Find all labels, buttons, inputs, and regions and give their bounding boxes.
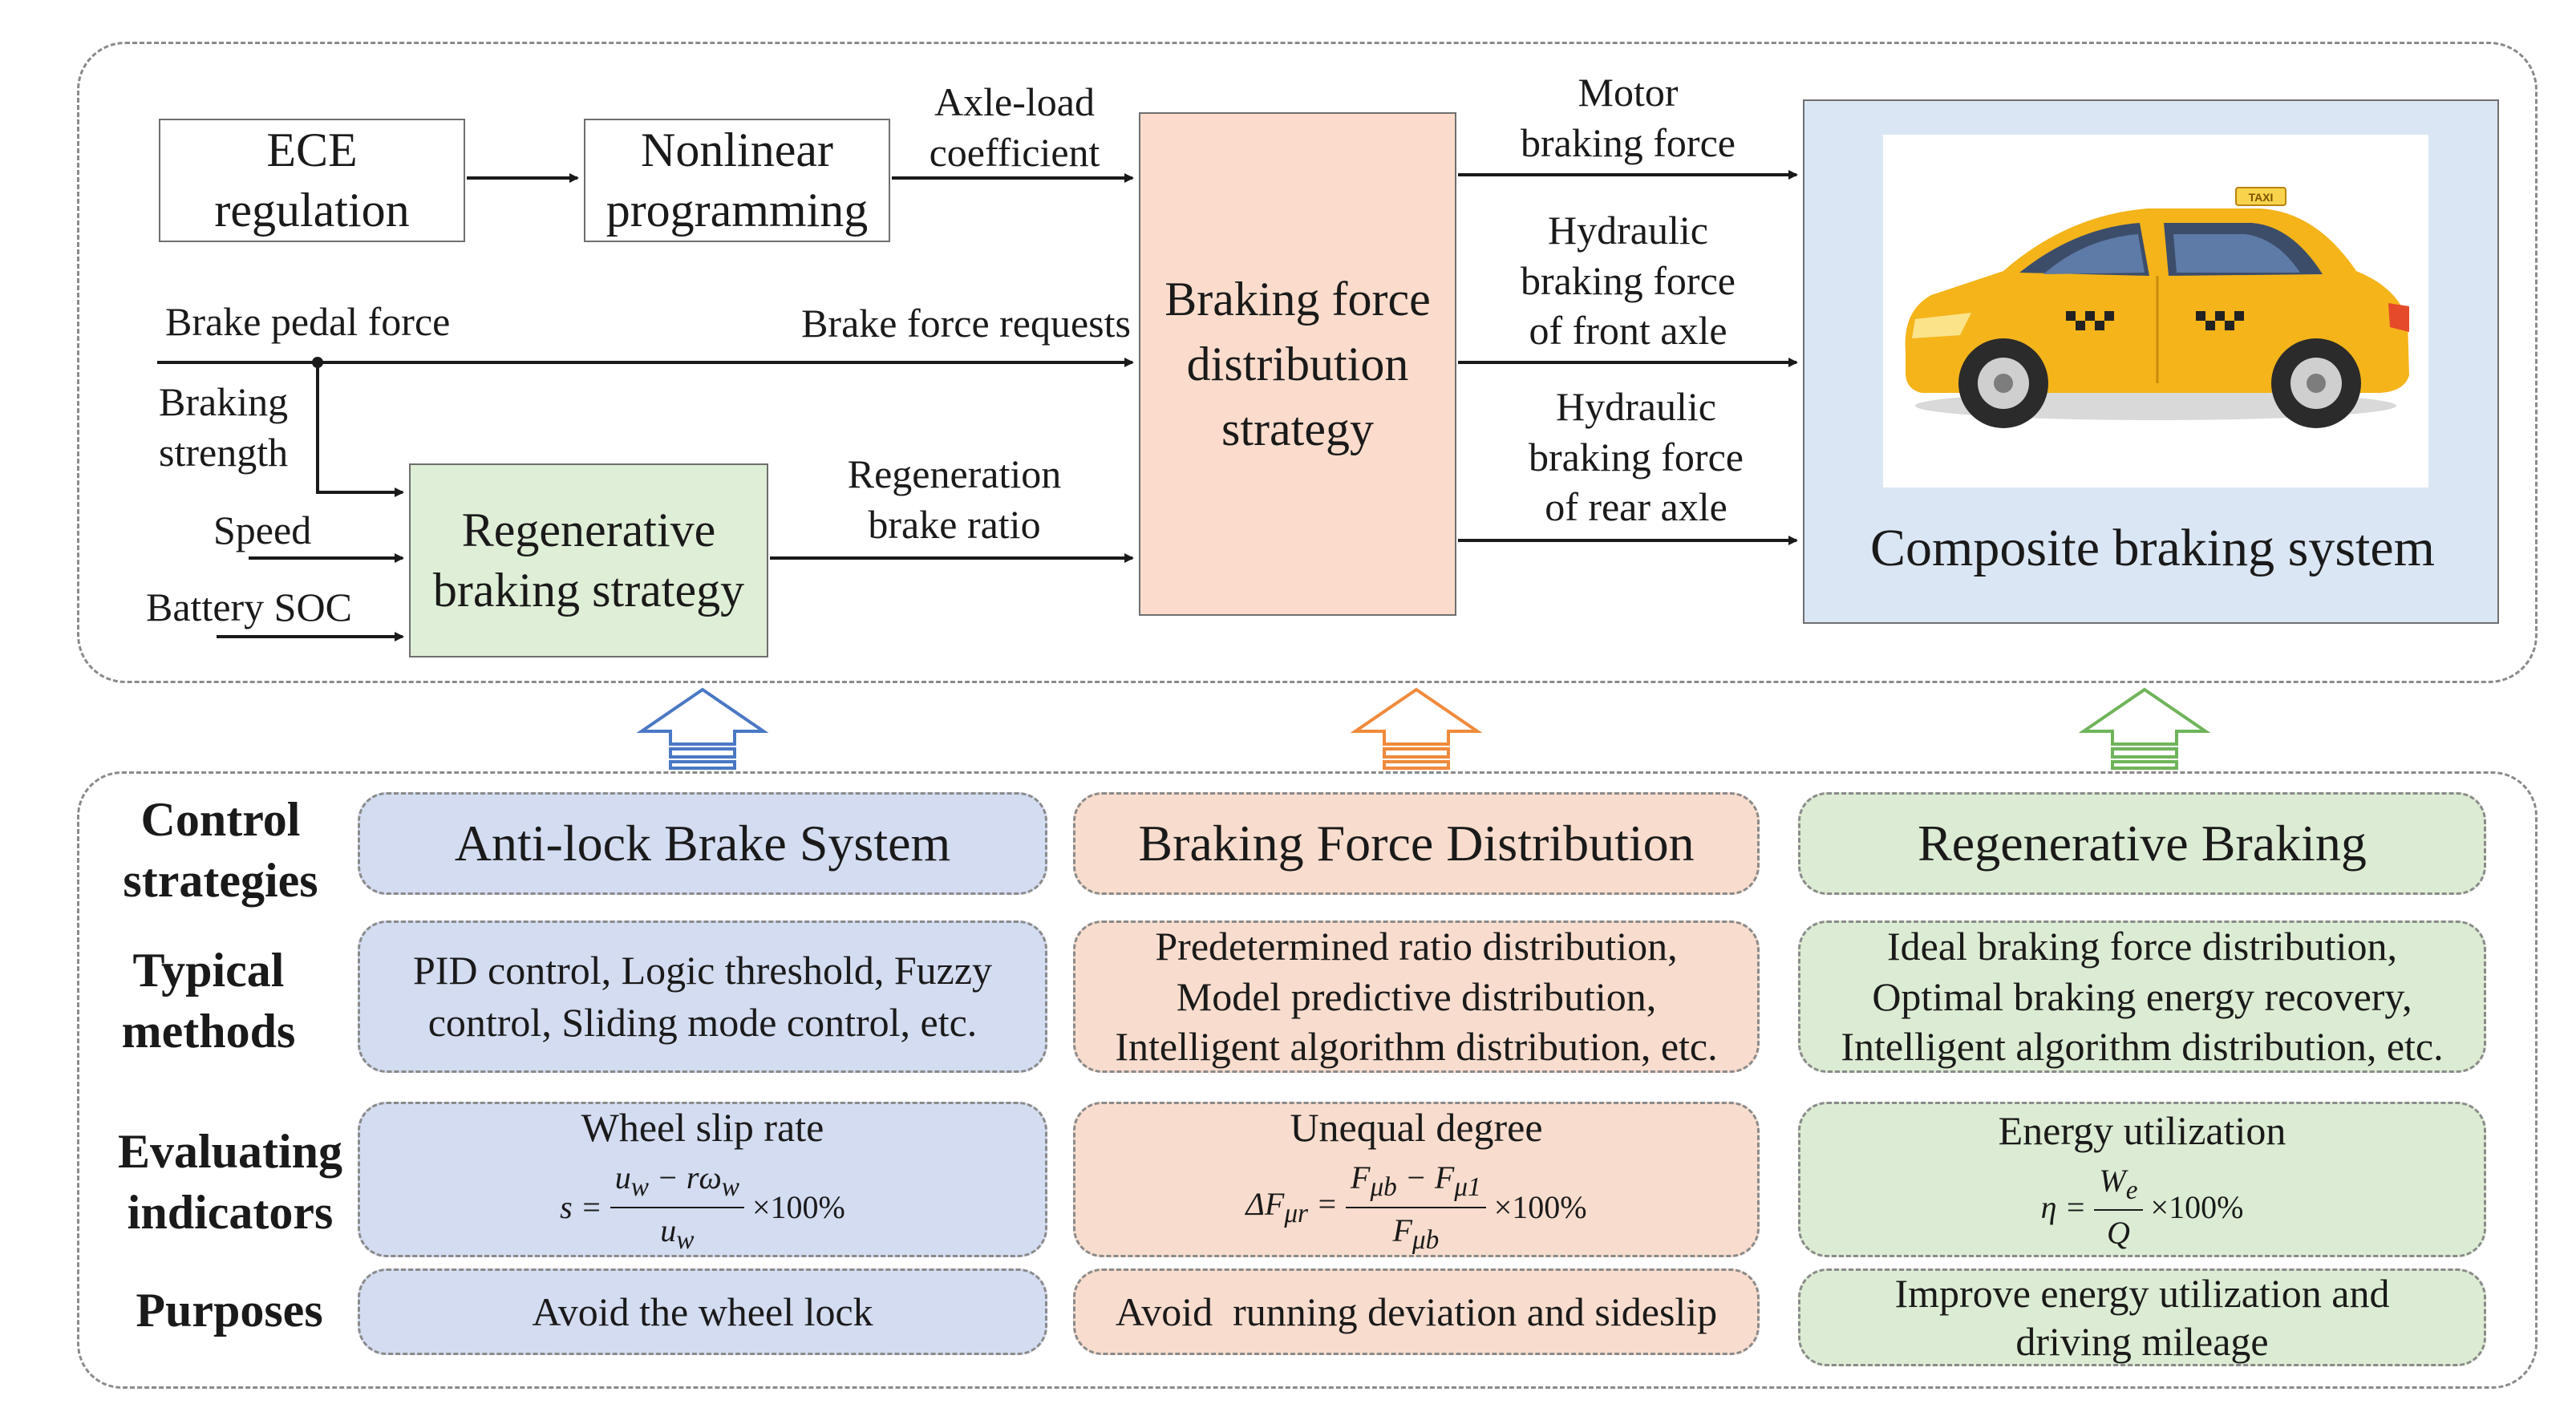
bfd-title: Braking Force Distribution: [1138, 815, 1695, 872]
rb-title-card: Regenerative Braking: [1798, 792, 2486, 895]
bfd-methods-line-3: Intelligent algorithm distribution, etc.: [1115, 1024, 1718, 1070]
regen-strategy-line-1: Regenerative: [461, 504, 716, 556]
row-evaluating-line-1: Evaluating: [117, 1125, 343, 1178]
abs-methods-line-2: control, Sliding mode control, etc.: [427, 1000, 978, 1045]
hydraulic-rear-axle-label: Hydraulic braking force of rear axle: [1500, 382, 1772, 532]
motor-line-2: braking force: [1521, 119, 1736, 165]
axle-load-line-1: Axle-load: [934, 79, 1095, 124]
nonlinear-programming-box: Nonlinear programming: [584, 119, 890, 242]
rb-indicator-title: Energy utilization: [1998, 1107, 2286, 1153]
up-arrow-orange: [1350, 687, 1483, 770]
bfd-methods-line-2: Model predictive distribution,: [1176, 973, 1657, 1019]
rb-methods-card: Ideal braking force distribution, Optima…: [1798, 920, 2486, 1073]
nonlinear-line-1: Nonlinear: [641, 123, 833, 176]
bfd-purpose: Avoid running deviation and sideslip: [1115, 1289, 1718, 1334]
speed-label: Speed: [213, 508, 312, 552]
row-control-line-1: Control: [140, 793, 301, 846]
bfd-purpose-card: Avoid running deviation and sideslip: [1073, 1268, 1760, 1355]
junction-dot: [312, 357, 323, 368]
distribution-line-3: strategy: [1221, 402, 1374, 455]
row-control-line-2: strategies: [123, 854, 318, 908]
hyd-rear-line-2: braking force: [1529, 434, 1744, 479]
abs-purpose: Avoid the wheel lock: [532, 1289, 873, 1334]
hyd-front-line-3: of front axle: [1529, 308, 1727, 353]
strategy-table-panel: [77, 771, 2538, 1389]
abs-methods-line-1: PID control, Logic threshold, Fuzzy: [412, 948, 993, 993]
up-arrow-green: [2078, 687, 2211, 770]
regen-strategy-line-2: braking strategy: [432, 564, 745, 617]
hyd-front-line-2: braking force: [1521, 257, 1736, 303]
regen-ratio-line-2: brake ratio: [868, 501, 1041, 547]
abs-indicator-title: Wheel slip rate: [581, 1105, 824, 1151]
motor-line-1: Motor: [1578, 70, 1679, 115]
bfd-indicator-title: Unequal degree: [1290, 1105, 1543, 1151]
bfd-methods-line-1: Predetermined ratio distribution,: [1155, 924, 1678, 969]
row-header-typical-methods: Typical methods: [88, 940, 329, 1062]
abs-purpose-card: Avoid the wheel lock: [358, 1268, 1047, 1355]
row-header-purposes: Purposes: [136, 1284, 323, 1337]
ece-line-1: ECE: [266, 123, 358, 176]
row-typical-line-2: methods: [121, 1005, 296, 1058]
abs-title: Anti-lock Brake System: [454, 815, 951, 872]
abs-title-card: Anti-lock Brake System: [358, 792, 1047, 895]
axle-load-coefficient-label: Axle-load coefficient: [898, 77, 1131, 177]
regen-ratio-line-1: Regeneration: [847, 451, 1062, 496]
taxi-sign-text: TAXI: [2249, 191, 2274, 204]
ece-regulation-box: ECE regulation: [159, 119, 465, 242]
braking-force-distribution-strategy-box: Braking force distribution strategy: [1139, 112, 1456, 616]
rb-purpose-card: Improve energy utilization and driving m…: [1798, 1268, 2486, 1366]
bfd-title-card: Braking Force Distribution: [1073, 792, 1760, 895]
battery-soc-label: Battery SOC: [146, 585, 352, 629]
hyd-rear-line-1: Hydraulic: [1556, 384, 1716, 429]
rb-purpose-line-2: driving mileage: [2015, 1319, 2269, 1364]
hyd-rear-line-3: of rear axle: [1545, 484, 1727, 529]
taxi-image-area: TAXI: [1883, 135, 2428, 488]
regeneration-brake-ratio-label: Regeneration brake ratio: [834, 449, 1075, 549]
braking-strength-line-1: Braking: [159, 379, 289, 424]
motor-braking-force-label: Motor braking force: [1492, 67, 1764, 168]
composite-braking-system-label: Composite braking system: [1870, 519, 2435, 577]
axle-load-line-2: coefficient: [929, 129, 1100, 175]
row-evaluating-line-2: indicators: [127, 1186, 334, 1240]
ece-line-2: regulation: [214, 184, 410, 237]
brake-pedal-force-label: Brake pedal force: [165, 299, 451, 344]
system-flow-panel: [77, 42, 2538, 683]
distribution-line-2: distribution: [1186, 337, 1409, 390]
rb-purpose-line-1: Improve energy utilization and: [1894, 1271, 2390, 1316]
up-arrow-blue: [636, 687, 769, 770]
regenerative-braking-strategy-box: Regenerative braking strategy: [409, 463, 768, 657]
rb-title: Regenerative Braking: [1918, 815, 2367, 872]
nonlinear-line-2: programming: [606, 184, 869, 237]
arrow-strength-to-regen: [316, 362, 404, 497]
row-header-control-strategies: Control strategies: [96, 789, 345, 911]
hyd-front-line-1: Hydraulic: [1548, 208, 1708, 253]
distribution-line-1: Braking force: [1164, 272, 1431, 326]
hydraulic-front-axle-label: Hydraulic braking force of front axle: [1492, 205, 1764, 356]
abs-methods-card: PID control, Logic threshold, Fuzzy cont…: [358, 920, 1047, 1073]
rb-methods-line-2: Optimal braking energy recovery,: [1872, 973, 2412, 1019]
row-header-evaluating-indicators: Evaluating indicators: [98, 1121, 363, 1243]
row-typical-line-1: Typical: [132, 944, 285, 997]
braking-strength-line-2: strength: [159, 429, 289, 475]
brake-force-requests-label: Brake force requests: [801, 301, 1131, 346]
rb-methods-line-1: Ideal braking force distribution,: [1887, 924, 2397, 969]
rb-methods-line-3: Intelligent algorithm distribution, etc.: [1841, 1024, 2444, 1070]
taxi-car-icon: TAXI: [1905, 187, 2409, 428]
composite-braking-system-box: TAXI Composite braking system: [1803, 99, 2499, 624]
bfd-methods-card: Predetermined ratio distribution, Model …: [1073, 920, 1760, 1073]
braking-strength-label: Braking strength: [159, 377, 288, 477]
